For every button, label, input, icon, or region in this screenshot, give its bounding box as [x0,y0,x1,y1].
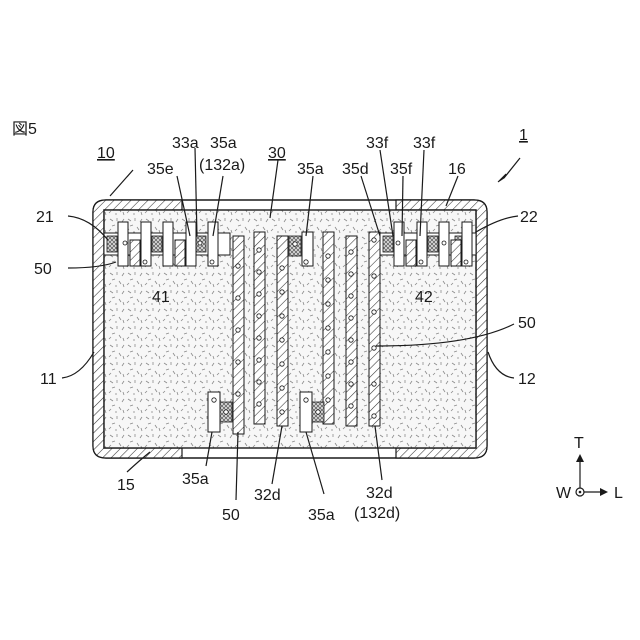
figure-label: 図5 [12,121,37,138]
label-33f-left: 33f [366,135,389,152]
label-12: 12 [518,371,536,388]
l-axis-arrow-icon [600,488,608,496]
label-42: 42 [415,289,433,306]
label-132d: (132d) [354,505,400,522]
axis-indicator [576,454,608,496]
axis-label-t: T [574,435,584,452]
label-33a: 33a [172,135,199,152]
axis-label-l: L [614,485,623,502]
label-33f-right: 33f [413,135,436,152]
assembly-arrow-icon [498,174,506,182]
label-35a-top-mid: 35a [297,161,324,178]
label-50-right: 50 [518,315,536,332]
label-41: 41 [152,289,170,306]
body-ref-label: 10 [97,145,115,162]
label-132a: (132a) [199,157,245,174]
label-32d-right: 32d [366,485,393,502]
axis-label-w: W [556,485,572,502]
label-21: 21 [36,209,54,226]
label-16: 16 [448,161,466,178]
label-15: 15 [117,477,135,494]
label-35a-bottom-mid: 35a [308,507,335,524]
t-axis-arrow-icon [576,454,584,462]
label-22: 22 [520,209,538,226]
label-35e: 35e [147,161,174,178]
label-35d: 35d [342,161,369,178]
label-50-bottom: 50 [222,507,240,524]
assembly-ref-label: 1 [519,127,528,144]
label-35a-bottom-left: 35a [182,471,209,488]
label-35f: 35f [390,161,413,178]
label-50-left: 50 [34,261,52,278]
label-11: 11 [40,371,57,388]
element-ref-label: 30 [268,145,286,162]
label-32d-mid: 32d [254,487,281,504]
label-35a-top-left: 35a [210,135,237,152]
